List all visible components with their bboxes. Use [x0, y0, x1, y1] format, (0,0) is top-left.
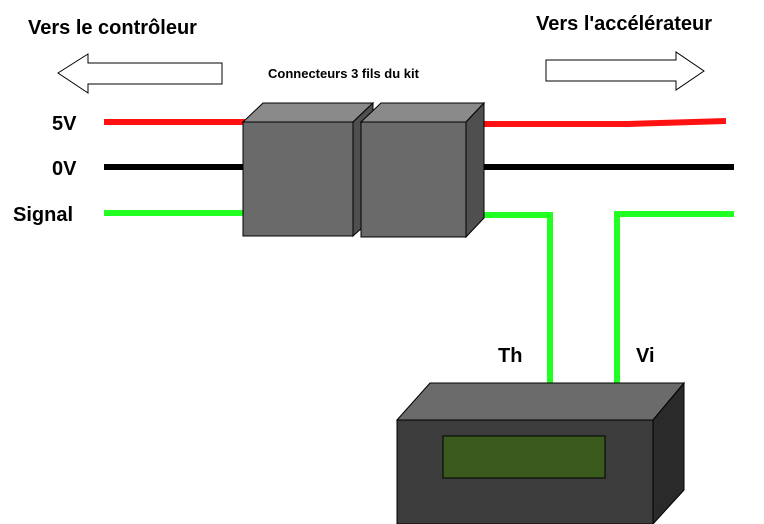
connector-right [359, 101, 486, 239]
label-0v: 0V [52, 158, 77, 180]
label-signal: Signal [13, 204, 73, 226]
label-to-controller: Vers le contrôleur [28, 17, 197, 39]
multimeter [395, 381, 686, 524]
wire-5v-right [480, 118, 727, 127]
label-th: Th [498, 345, 522, 367]
wire-signal-right-th [480, 212, 553, 384]
label-5v: 5V [52, 113, 77, 135]
wire-signal-right-vi [614, 211, 734, 384]
multimeter-display [442, 435, 606, 479]
label-to-accelerator: Vers l'accélérateur [536, 13, 712, 35]
label-vi: Vi [636, 345, 655, 367]
right-arrow-icon [545, 51, 705, 91]
left-arrow-icon [57, 53, 223, 94]
connector-left [241, 101, 375, 238]
label-connectors: Connecteurs 3 fils du kit [268, 66, 420, 81]
